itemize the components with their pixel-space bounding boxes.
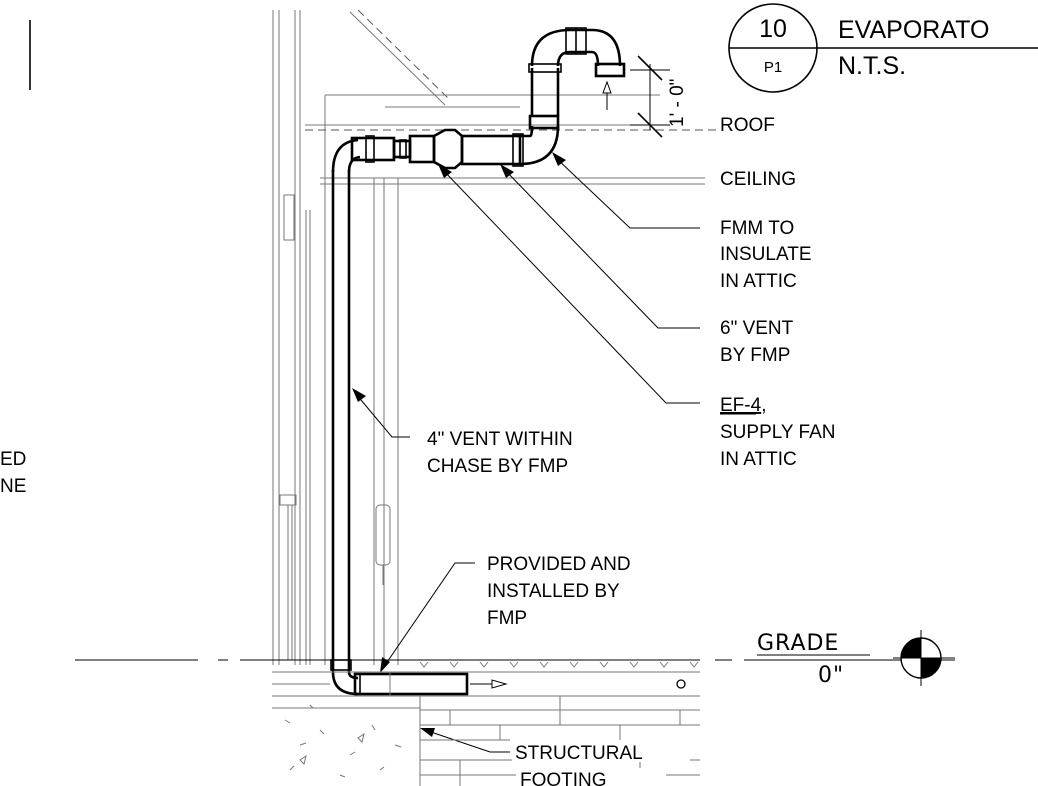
sheet-number: P1 — [764, 59, 782, 76]
roof-label: ROOF — [720, 115, 775, 136]
grade-label: GRADE — [757, 631, 839, 656]
fmm-label-line-2: INSULATE — [720, 244, 812, 265]
provided-label-line-1: PROVIDED AND — [487, 554, 631, 575]
ceiling-structure — [320, 177, 705, 185]
footing-label-mask — [512, 740, 690, 762]
height-dimension: 1' - 0" — [630, 55, 688, 138]
ef4-comma: , — [761, 395, 766, 416]
airflow-arrows — [470, 80, 686, 689]
dimension-text: 1' - 0" — [667, 79, 688, 127]
ceiling-label: CEILING — [720, 169, 796, 190]
vent4-label-line-2: CHASE BY FMP — [427, 456, 568, 477]
detail-title: EVAPORATO — [838, 16, 989, 44]
wall-structure — [272, 10, 399, 665]
vent6-label-line-2: BY FMP — [720, 345, 790, 366]
provided-label-line-2: INSTALLED BY — [487, 581, 620, 602]
fmm-label-line-3: IN ATTIC — [720, 271, 797, 292]
ef4-label-line-1: EF-4, — [720, 395, 766, 416]
vent4-label-line-1: 4" VENT WITHIN — [427, 429, 573, 450]
ef4-tag: EF-4 — [720, 395, 762, 416]
provided-label-line-3: FMP — [487, 608, 527, 629]
ef4-label-line-3: IN ATTIC — [720, 449, 797, 470]
vent6-label-line-1: 6" VENT — [720, 318, 794, 339]
leader-lines — [352, 152, 700, 753]
fmm-label-line-1: FMM TO — [720, 218, 794, 239]
footing-label-line-1: STRUCTURAL — [515, 743, 643, 764]
ef4-label-line-2: SUPPLY FAN — [720, 422, 835, 443]
roof-structure — [305, 9, 720, 131]
left-fragment-text-1: ED — [0, 449, 26, 470]
footing-label-line-2: FOOTING — [520, 770, 607, 786]
left-fragment-text-2: NE — [0, 476, 26, 497]
detail-scale: N.T.S. — [838, 52, 906, 80]
grade-marker: GRADE 0" — [757, 630, 955, 688]
vent-piping — [330, 27, 626, 696]
detail-number: 10 — [759, 15, 787, 43]
grade-elevation: 0" — [818, 663, 844, 688]
footing-label-mask-2 — [516, 768, 666, 786]
title-block: 10 P1 EVAPORATO N.T.S. — [728, 3, 1038, 93]
